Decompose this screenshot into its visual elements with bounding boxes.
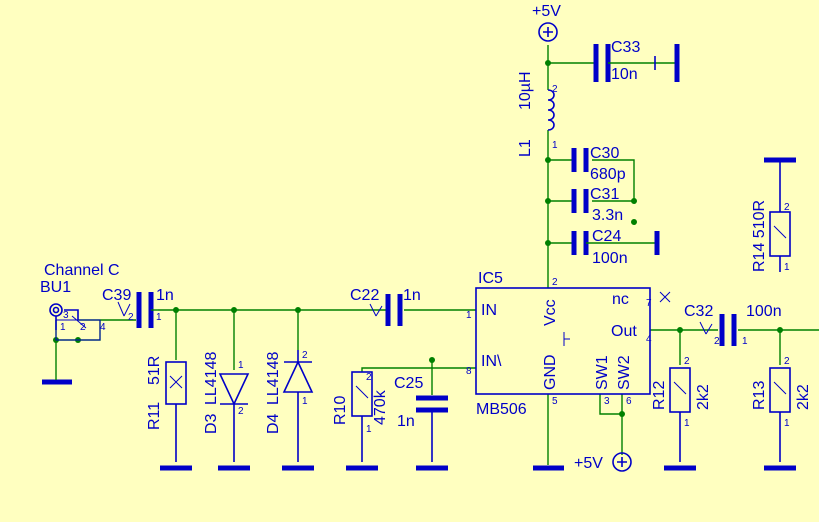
c24-ref: C24 <box>592 228 621 245</box>
svg-text:1: 1 <box>742 336 748 347</box>
c33: C33 10n <box>593 39 680 83</box>
vcc-top-symbol: +5V <box>532 3 561 42</box>
c25-ref: C25 <box>394 375 423 392</box>
d3-diode: 1 2 D3 LL4148 <box>203 352 250 471</box>
svg-text:2: 2 <box>302 350 308 361</box>
c39: C39 1n 2 1 <box>102 287 174 328</box>
ic5-in-pin: IN <box>481 302 497 319</box>
c22: C22 1n <box>350 287 421 326</box>
svg-text:8: 8 <box>466 366 472 377</box>
r12: 2 1 R12 2k2 <box>651 356 712 471</box>
r14: 2 1 R14 510R <box>751 157 796 273</box>
svg-text:1: 1 <box>552 140 558 151</box>
c30-value: 680p <box>590 166 626 183</box>
vcc-top-label: +5V <box>532 3 561 20</box>
ic5-out-pin: Out <box>611 323 637 340</box>
svg-text:4: 4 <box>100 322 106 333</box>
c32-value: 100n <box>746 303 782 320</box>
ic5-vcc-pin: Vcc <box>542 299 559 326</box>
svg-text:6: 6 <box>626 396 632 407</box>
ic5-sw2-pin: SW2 <box>616 355 633 390</box>
svg-text:1: 1 <box>784 262 790 273</box>
r12-ref: R12 <box>651 381 668 410</box>
wires <box>55 45 819 465</box>
d4-part: LL4148 <box>265 352 282 405</box>
r13-value: 2k2 <box>795 384 812 410</box>
c24: C24 100n <box>571 228 660 267</box>
d3-ref: D3 <box>203 413 220 434</box>
c31-value: 3.3n <box>592 207 623 224</box>
ic5-part: MB506 <box>476 401 527 418</box>
bu1-connector: Channel C BU1 1 2 4 3 <box>40 262 120 385</box>
c32: C32 100n 2 1 <box>684 303 782 347</box>
svg-text:2: 2 <box>784 356 790 367</box>
svg-text:1: 1 <box>156 312 162 323</box>
svg-text:3: 3 <box>604 396 610 407</box>
c31-ref: C31 <box>590 186 619 203</box>
svg-text:1: 1 <box>466 310 472 321</box>
svg-text:2: 2 <box>684 356 690 367</box>
svg-text:1: 1 <box>684 418 690 429</box>
c32-ref: C32 <box>684 303 713 320</box>
c25-value: 1n <box>397 413 415 430</box>
svg-text:2: 2 <box>238 406 244 417</box>
c31: C31 3.3n <box>571 186 623 224</box>
r13-ref: R13 <box>751 381 768 410</box>
svg-text:2: 2 <box>552 84 558 95</box>
r10-ref: R10 <box>332 396 349 425</box>
svg-text:2: 2 <box>784 202 790 213</box>
svg-text:1: 1 <box>302 396 308 407</box>
ic5-in-inv-pin: IN\ <box>481 353 502 370</box>
r12-value: 2k2 <box>695 384 712 410</box>
svg-text:2: 2 <box>128 312 134 323</box>
svg-text:2: 2 <box>552 277 558 288</box>
d3-part: LL4148 <box>203 352 220 405</box>
r10-value: 470k <box>372 389 389 425</box>
c25: C25 1n <box>394 375 448 471</box>
l1-value: 10µH <box>517 71 534 110</box>
c33-ref: C33 <box>611 39 640 56</box>
d4-ref: D4 <box>265 413 282 434</box>
c24-value: 100n <box>592 250 628 267</box>
svg-text:1: 1 <box>784 418 790 429</box>
r11: R11 51R <box>146 356 192 471</box>
svg-text:1: 1 <box>366 424 372 435</box>
ic5-ref: IC5 <box>478 270 503 287</box>
c22-ref: C22 <box>350 287 379 304</box>
ic5-nc-pin: nc <box>612 291 629 308</box>
d4-diode: 2 1 D4 LL4148 <box>265 350 314 471</box>
r14-label: R14 510R <box>751 200 768 272</box>
c33-value: 10n <box>611 66 638 83</box>
c30: C30 680p <box>571 145 626 183</box>
c39-value: 1n <box>156 287 174 304</box>
r11-value: 51R <box>146 356 163 385</box>
svg-text:4: 4 <box>646 334 652 345</box>
svg-text:2: 2 <box>366 372 372 383</box>
l1-ref: L1 <box>517 139 534 157</box>
junction-dots <box>53 60 783 417</box>
c30-ref: C30 <box>590 145 619 162</box>
bu1-ref: BU1 <box>40 279 71 296</box>
c22-value: 1n <box>403 287 421 304</box>
svg-text:5: 5 <box>552 396 558 407</box>
vcc-bottom-symbol: +5V <box>574 452 632 472</box>
channel-label: Channel C <box>44 262 120 279</box>
vcc-bottom-label: +5V <box>574 455 603 472</box>
l1-inductor: 2 1 10µH L1 <box>517 71 558 157</box>
svg-text:2: 2 <box>80 322 86 333</box>
ic5-sw1-pin: SW1 <box>594 355 611 390</box>
r13: 2 1 R13 2k2 <box>751 356 812 471</box>
ic5-chip: IC5 MB506 IN IN\ Vcc GND nc Out SW1 SW2 … <box>466 270 671 471</box>
svg-text:1: 1 <box>60 322 66 333</box>
r11-ref: R11 <box>146 402 163 430</box>
svg-text:3: 3 <box>63 310 69 321</box>
svg-text:7: 7 <box>646 298 652 309</box>
ic5-gnd-pin: GND <box>542 354 559 390</box>
svg-text:2: 2 <box>714 336 720 347</box>
svg-text:1: 1 <box>238 360 244 371</box>
c39-ref: C39 <box>102 287 131 304</box>
r10: 2 1 R10 470k <box>332 371 389 471</box>
